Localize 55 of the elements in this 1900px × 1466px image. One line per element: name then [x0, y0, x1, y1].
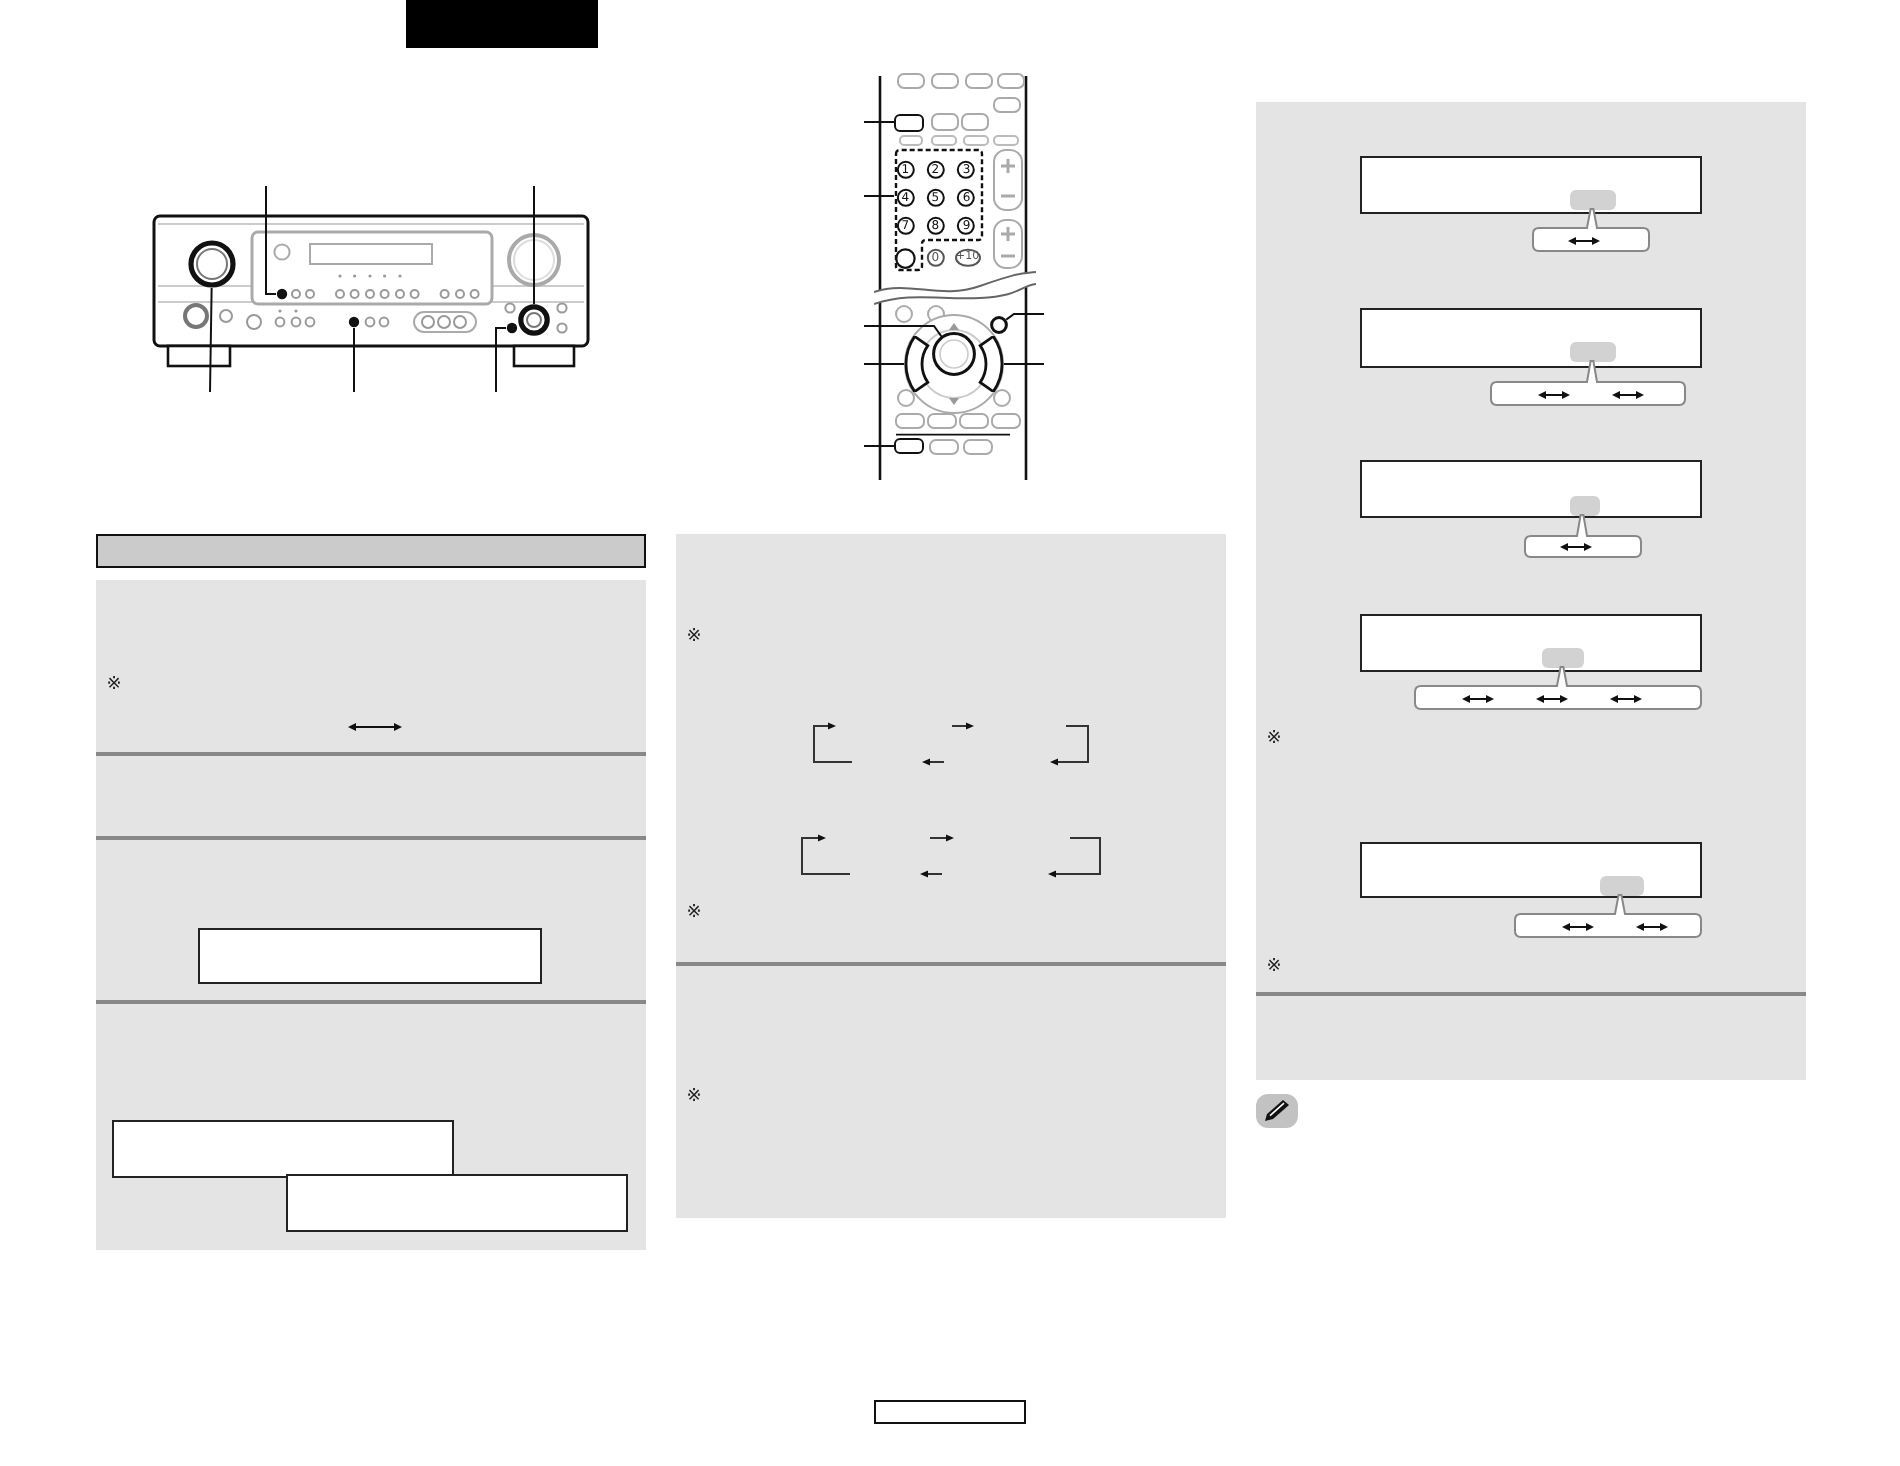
highlighted-indicator	[1570, 496, 1600, 516]
display-screen	[198, 928, 542, 984]
leader-line	[863, 363, 905, 365]
display-screen	[1360, 842, 1702, 898]
leader-line	[353, 327, 355, 393]
keypad-outline	[894, 148, 984, 272]
display-screen	[286, 1174, 628, 1232]
page-label-box	[874, 1400, 1026, 1424]
callout-bubble	[1490, 360, 1686, 406]
leader-line	[265, 185, 277, 295]
callout-bubble	[1524, 514, 1642, 558]
leader-line	[1003, 363, 1045, 365]
knob	[188, 240, 236, 288]
button	[894, 438, 924, 454]
leader-line	[209, 287, 213, 393]
step-panel	[676, 534, 1226, 1218]
reference-mark: ※	[686, 1089, 702, 1107]
center-button	[932, 332, 976, 376]
button	[894, 114, 924, 132]
button	[348, 316, 360, 328]
highlighted-indicator	[1570, 190, 1616, 210]
reference-mark: ※	[106, 677, 122, 695]
knob	[518, 304, 550, 336]
reference-mark: ※	[1266, 959, 1282, 977]
section-heading-bar	[96, 534, 646, 568]
button	[506, 322, 518, 334]
header-tab	[406, 0, 598, 48]
highlighted-indicator	[1542, 648, 1584, 668]
reference-mark: ※	[686, 629, 702, 647]
left-cursor-button	[904, 336, 930, 392]
leader-line	[863, 445, 895, 447]
step-panel	[96, 580, 646, 1250]
leader-line	[863, 121, 895, 123]
right-cursor-button	[978, 336, 1004, 392]
leader-line	[863, 325, 943, 338]
display-screen	[1360, 156, 1702, 214]
highlighted-indicator	[1570, 342, 1616, 362]
callout-bubble	[1414, 666, 1702, 710]
display-screen	[1360, 614, 1702, 672]
callout-bubble	[1514, 894, 1702, 938]
display-screen	[1360, 308, 1702, 368]
receiver	[150, 212, 592, 370]
highlighted-indicator	[1600, 876, 1644, 896]
display-screen	[112, 1120, 454, 1178]
step-panel	[1256, 102, 1806, 1080]
callout-bubble	[1532, 208, 1650, 252]
display-screen	[1360, 460, 1702, 518]
button	[990, 316, 1008, 334]
button	[276, 288, 288, 300]
leader-line	[1005, 313, 1045, 321]
reference-mark: ※	[686, 905, 702, 923]
leader-line	[863, 195, 895, 197]
leader-line	[495, 327, 507, 393]
leader-line	[533, 185, 535, 305]
reference-mark: ※	[1266, 731, 1282, 749]
